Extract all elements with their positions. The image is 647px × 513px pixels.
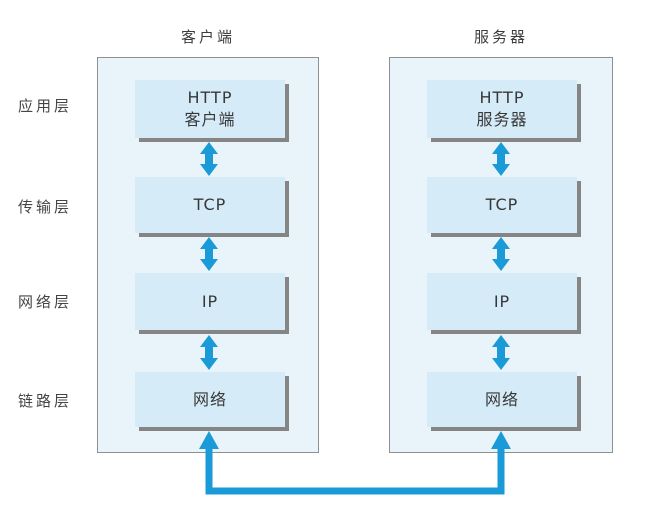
box-label: 服务器 (476, 110, 528, 129)
server-box-ip: IP (427, 273, 577, 330)
client-column-title: 客户端 (180, 28, 235, 46)
box-label: 网络 (192, 389, 227, 409)
box-label: IP (201, 291, 219, 311)
client-box-tcp: TCP (135, 177, 285, 233)
server-column-title: 服务器 (473, 28, 528, 46)
server-box-network: 网络 (427, 372, 577, 427)
layer-label-network: 网络层 (18, 293, 73, 311)
box-label: 网络 (484, 389, 519, 409)
box-label: TCP (485, 195, 519, 215)
box-label: 客户端 (184, 110, 236, 129)
box-label: TCP (193, 195, 227, 215)
client-box-http: HTTP 客户端 (135, 80, 285, 138)
box-label: HTTP (479, 88, 525, 108)
server-box-tcp: TCP (427, 177, 577, 233)
box-label: HTTP (187, 88, 233, 108)
client-box-network: 网络 (135, 372, 285, 427)
layer-label-application: 应用层 (18, 97, 73, 115)
layer-label-link: 链路层 (18, 392, 73, 410)
client-box-ip: IP (135, 273, 285, 330)
layer-label-transport: 传输层 (18, 198, 73, 216)
server-box-http: HTTP 服务器 (427, 80, 577, 138)
box-label: IP (493, 291, 511, 311)
